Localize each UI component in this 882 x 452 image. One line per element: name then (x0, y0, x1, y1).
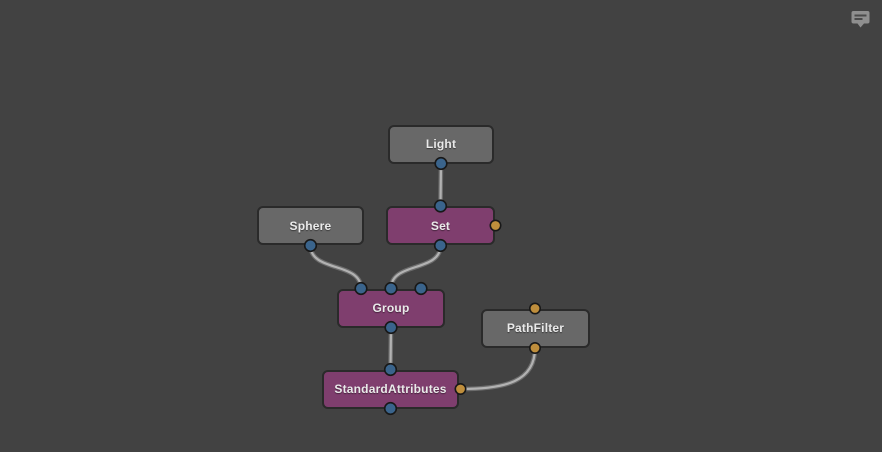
wire-core (389, 326, 393, 371)
node-light[interactable]: Light (388, 124, 494, 164)
wire-core (389, 244, 442, 290)
wire-casing (458, 345, 538, 392)
wire-sphere-out-to-group-in0[interactable] (308, 243, 364, 291)
node-label: Sphere (289, 218, 332, 233)
node-label: StandardAttributes (334, 382, 447, 396)
node-pathfilter[interactable]: PathFilter (481, 308, 590, 348)
node-set[interactable]: Set (386, 206, 495, 245)
node-standardattributes[interactable]: StandardAttributes (322, 369, 459, 409)
wire-set-out-to-group-in1[interactable] (388, 243, 443, 291)
wire-casing (388, 243, 443, 291)
wire-casing (438, 161, 444, 209)
wire-pathfilter-out-to-standardattributes-filter[interactable] (458, 345, 538, 392)
node-sphere[interactable]: Sphere (257, 206, 364, 245)
node-label: Group (372, 301, 410, 315)
node-label: Light (425, 137, 457, 151)
wire-core (439, 162, 443, 208)
wire-light-out-to-set-in[interactable] (438, 161, 444, 209)
wire-casing (388, 325, 394, 372)
node-label: PathFilter (506, 321, 565, 335)
annotation-icon[interactable] (850, 9, 872, 31)
wire-casing (308, 243, 364, 291)
node-label: Set (430, 218, 451, 233)
wire-core (309, 244, 363, 290)
node-group[interactable]: Group (337, 288, 445, 328)
wire-group-out-to-standardattributes-in[interactable] (388, 325, 394, 372)
wire-core (459, 346, 537, 391)
